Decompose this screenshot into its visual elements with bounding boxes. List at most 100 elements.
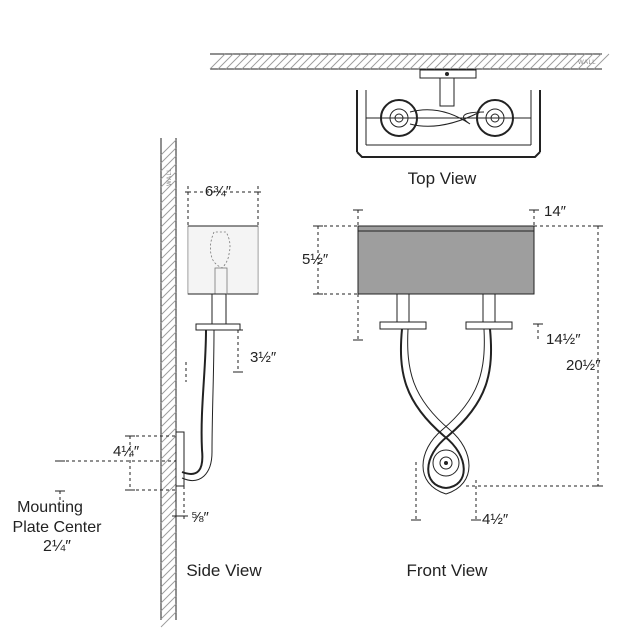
wall-hatch-line [233,53,250,70]
wall-hatch-line [217,53,234,70]
wall-hatch-line [209,53,226,70]
wall-hatch-line [401,53,418,70]
front-right-bobeche [465,321,513,330]
wall-hatch-line [449,53,466,70]
wall-hatch-line [160,411,177,428]
wall-hatch-line [160,443,177,460]
wall-hatch-line [489,53,506,70]
wall-hatch-line [160,595,177,612]
side-arm-inner [181,329,215,481]
side-wall-label: WALL [167,168,173,186]
wall-hatch-line [160,291,177,308]
wall-hatch-line [160,259,177,276]
wall-hatch-line [160,251,177,268]
wall-hatch-line [160,547,177,564]
front-left-socket [396,293,410,323]
front-total-height-text: 20½″ [566,357,601,374]
front-view-label: Front View [407,561,489,580]
wall-hatch-line [160,275,177,292]
side-plate-height-dimension: 4¼″ [113,435,176,491]
mounting-note-line1: Mounting [17,499,83,516]
wall-hatch-line [513,53,530,70]
front-width-dimension: 14″ [353,203,567,226]
wall-hatch-line [160,235,177,252]
wall-hatch-line [160,483,177,500]
top-wall-label: WALL [578,60,596,66]
side-arm-height-dimension: 3½″ [185,329,277,382]
top-arm-curve [409,109,485,125]
wall-hatch-line [160,243,177,260]
wall-hatch-line [160,523,177,540]
top-left-bobeche [380,99,418,137]
wall-hatch-line [313,53,330,70]
wall-hatch-line [160,435,177,452]
wall-hatch-line [160,555,177,572]
wall-hatch-line [425,53,442,70]
wall-hatch-line [305,53,322,70]
mounting-note-line3: 2¼″ [43,538,71,555]
wall-hatch-line [160,579,177,596]
wall-hatch-line [257,53,274,70]
front-view: 14″ 5½″ 14½″ 20½″ [302,203,603,580]
wall-hatch-line [160,403,177,420]
wall-hatch-line [160,395,177,412]
wall-hatch-line [160,491,177,508]
wall-hatch-line [441,53,458,70]
front-left-bobeche [379,321,427,330]
front-plate-width-dimension: 4½″ [411,462,509,528]
wall-hatch-line [160,571,177,588]
top-wall: WALL [209,53,610,70]
front-shade-height-text: 5½″ [302,251,329,268]
top-view-label: Top View [408,169,477,188]
wall-hatch-line [361,53,378,70]
wall-hatch-line [160,155,177,172]
wall-hatch-line [160,371,177,388]
wall-hatch-line [160,163,177,180]
wall-hatch-line [249,53,266,70]
wall-hatch-line [529,53,546,70]
wall-hatch-line [569,53,586,70]
side-mounting-center-dimension [55,460,176,500]
wall-hatch-line [497,53,514,70]
front-arm-height-text: 14½″ [546,331,581,348]
wall-hatch-line [160,307,177,324]
wall-hatch-line [377,53,394,70]
wall-hatch-line [160,147,177,164]
wall-hatch-line [160,339,177,356]
side-wall: WALL [160,138,177,628]
side-arm [181,329,207,475]
side-arm-height-text: 3½″ [250,349,277,366]
wall-hatch-line [321,53,338,70]
wall-hatch-line [297,53,314,70]
front-arms [399,328,493,495]
wall-hatch-line [160,379,177,396]
wall-hatch-line [160,283,177,300]
top-right-bobeche [476,99,514,137]
side-candle-socket [211,293,227,325]
wall-hatch-line [345,53,362,70]
wall-hatch-line [160,499,177,516]
wall-hatch-line [160,611,177,628]
wall-hatch-line [160,323,177,340]
front-shade [357,225,535,295]
wall-hatch-line [160,507,177,524]
wall-hatch-line [265,53,282,70]
wall-hatch-line [417,53,434,70]
wall-hatch-line [505,53,522,70]
wall-hatch-line [385,53,402,70]
wall-hatch-line [160,467,177,484]
wall-hatch-line [160,171,177,188]
wall-hatch-line [160,203,177,220]
top-view: WALL T [209,53,610,188]
wall-hatch-line [393,53,410,70]
front-width-text: 14″ [544,203,567,220]
side-width-dimension: 6¾″ [185,183,261,228]
wall-hatch-line [241,53,258,70]
side-bobeche [195,323,241,331]
wall-hatch-line [561,53,578,70]
mounting-note-line2: Plate Center [13,519,103,536]
wall-hatch-line [160,451,177,468]
wall-hatch-line [409,53,426,70]
wall-hatch-line [273,53,290,70]
